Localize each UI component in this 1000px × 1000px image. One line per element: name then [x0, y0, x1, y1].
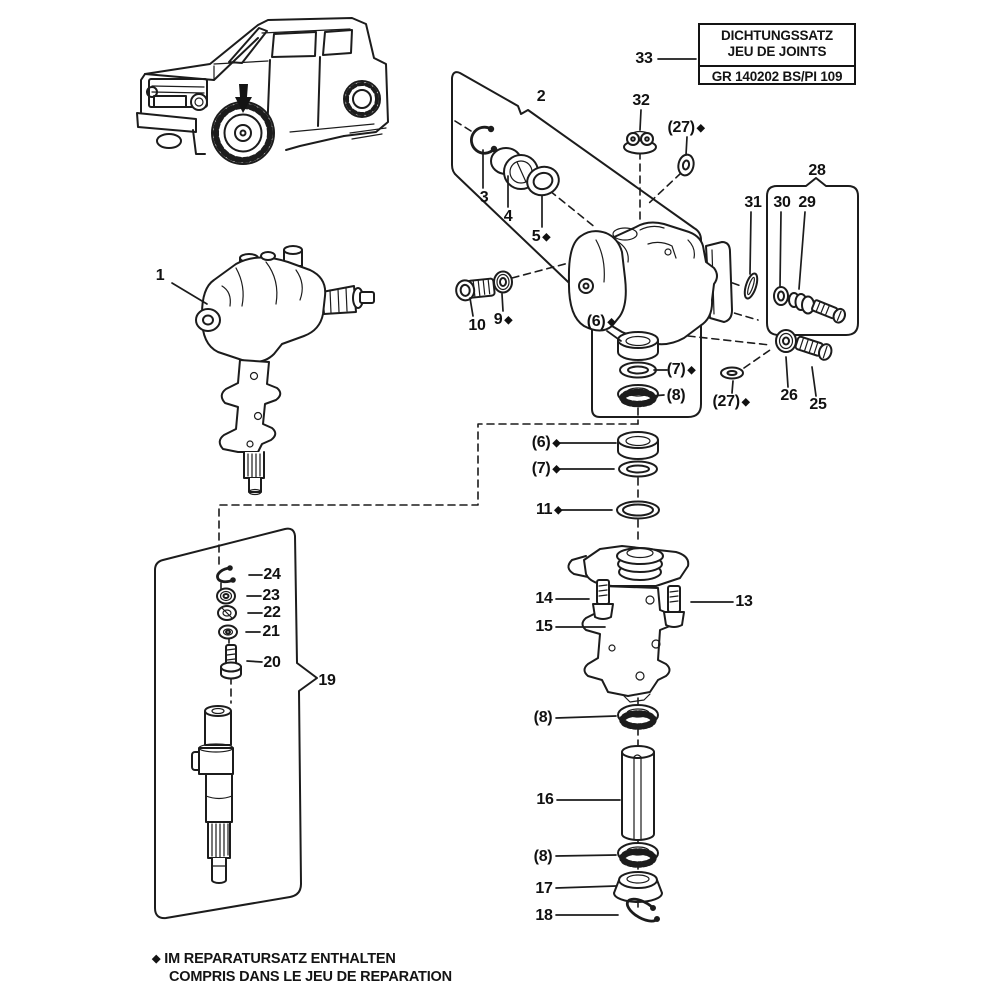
repair-kit-footnote: ◆IM REPARATURSATZ ENTHALTEN COMPRIS DANS… [152, 950, 452, 986]
seal-kit-title-box: DICHTUNGSSATZ JEU DE JOINTS GR 140202 BS… [698, 23, 856, 85]
callout-16: 16 [536, 791, 554, 808]
part-32-cap-nut [623, 130, 657, 155]
part-7-seal-lower [618, 460, 658, 478]
part-21-washer [218, 624, 238, 640]
part-28-screw [811, 299, 847, 324]
callout-23: 23 [262, 587, 280, 604]
part-30-washer [773, 286, 789, 306]
callout-27b: (27)◆ [712, 393, 750, 410]
callout-7a: (7)◆ [666, 361, 696, 378]
footnote-line-1: IM REPARATURSATZ ENTHALTEN [164, 951, 396, 967]
diamond-icon: ◆ [696, 121, 705, 134]
callout-14: 14 [535, 590, 553, 607]
part-8-bearing-lower [617, 842, 659, 868]
part-3-snap-ring [470, 125, 498, 155]
seal-kit-panel-2 [451, 71, 702, 418]
callout-8b: (8) [533, 709, 553, 726]
callout-11: 11◆ [535, 501, 563, 518]
part-31-o-ring [743, 272, 759, 300]
diamond-icon: ◆ [504, 313, 513, 326]
part-14-bolt [592, 579, 614, 620]
part-18-snap-ring [625, 897, 660, 923]
callout-24: 24 [263, 566, 281, 583]
part-6-bearing-race-upper [617, 331, 659, 361]
part-6-bearing-race-lower [617, 431, 659, 460]
part-13-bolt [663, 585, 685, 628]
valve-panel-28 [766, 177, 859, 336]
callout-18: 18 [535, 907, 553, 924]
diamond-icon: ◆ [552, 462, 561, 475]
diamond-icon: ◆ [542, 230, 551, 243]
callout-32: 32 [632, 92, 650, 109]
callout-13: 13 [735, 593, 753, 610]
callout-8a: (8) [666, 387, 686, 404]
title-line-3: GR 140202 BS/PI 109 [711, 69, 843, 84]
part-24-snap-ring [216, 565, 236, 584]
part-11-o-ring [616, 500, 660, 520]
callout-4: 4 [503, 208, 513, 225]
callout-26: 26 [780, 387, 798, 404]
title-line-2: JEU DE JOINTS [727, 44, 827, 59]
callout-8c: (8) [533, 848, 553, 865]
part-23-washer [216, 587, 236, 605]
callout-3: 3 [479, 189, 489, 206]
part-27-washer-right [720, 366, 744, 380]
callout-30: 30 [773, 194, 791, 211]
callout-6a: (6)◆ [586, 313, 616, 330]
diamond-icon: ◆ [552, 436, 561, 449]
part-17-seal-cup [613, 871, 663, 903]
callout-6b: (6)◆ [531, 434, 561, 451]
diamond-icon: ◆ [152, 953, 161, 965]
part-29-valve-spring [788, 292, 815, 315]
callout-19: 19 [318, 672, 336, 689]
callout-31: 31 [744, 194, 762, 211]
part-25-bolt [794, 335, 833, 361]
part-20-adjust-screw [220, 644, 242, 680]
callout-21: 21 [262, 623, 280, 640]
callout-9: 9◆ [493, 311, 513, 328]
part-26-washer [775, 329, 797, 353]
callout-17: 17 [535, 880, 553, 897]
callout-20: 20 [263, 654, 281, 671]
callout-25: 25 [809, 396, 827, 413]
part-27-washer-upper [677, 153, 695, 177]
part-9-washer [493, 270, 513, 294]
diamond-icon: ◆ [741, 395, 750, 408]
location-marker-arrow [235, 84, 252, 113]
part-22-lock-washer [217, 605, 237, 621]
footnote-line-2: COMPRIS DANS LE JEU DE REPARATION [169, 969, 452, 985]
diamond-icon: ◆ [607, 315, 616, 328]
part-16-spacer-tube [621, 745, 655, 841]
callout-10: 10 [468, 317, 486, 334]
part-8-bearing-mid [617, 704, 659, 730]
callout-15: 15 [535, 618, 553, 635]
callout-29: 29 [798, 194, 816, 211]
panel-outlines [154, 71, 859, 920]
callout-7b: (7)◆ [531, 460, 561, 477]
diamond-icon: ◆ [554, 503, 563, 516]
part-5-seal-ring [526, 165, 560, 197]
leader-lines [171, 58, 817, 916]
part-1-steering-gear-assembly [195, 245, 375, 496]
callout-1: 1 [155, 267, 165, 284]
vehicle-illustration [136, 17, 389, 165]
part-8-bearing-upper [617, 384, 659, 408]
diamond-icon: ◆ [687, 363, 696, 376]
callout-22: 22 [263, 604, 281, 621]
callout-33: 33 [635, 50, 653, 67]
title-line-1: DICHTUNGSSATZ [721, 28, 833, 43]
part-19-sector-shaft [191, 705, 234, 884]
repair-kit-panel-19 [154, 527, 318, 920]
callout-28: 28 [808, 162, 826, 179]
callout-2: 2 [536, 88, 546, 105]
callout-27a: (27)◆ [667, 119, 705, 136]
callout-5: 5◆ [531, 228, 551, 245]
